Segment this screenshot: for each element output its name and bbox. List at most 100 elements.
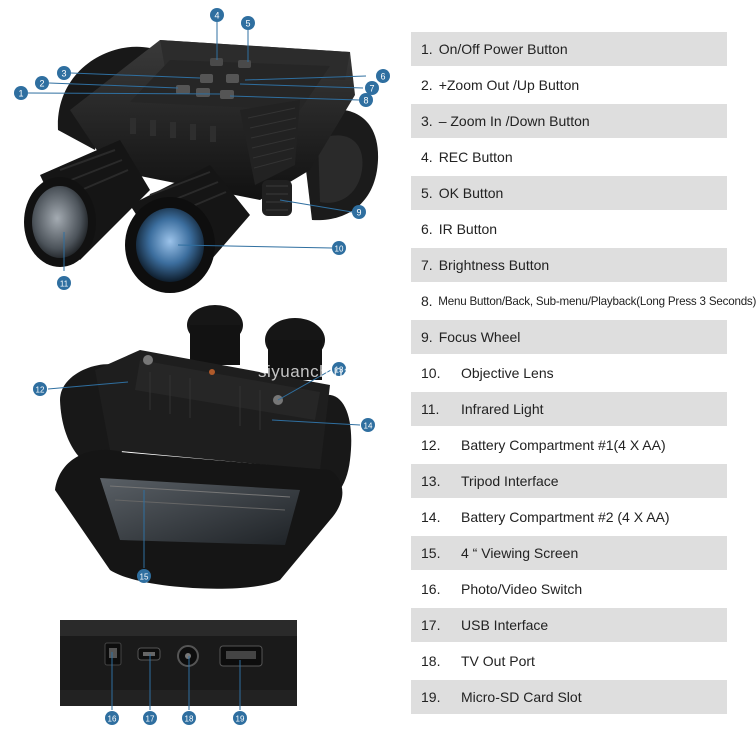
legend-item-15: 15. 4 “ Viewing Screen xyxy=(411,536,727,570)
callout-5: 5 xyxy=(241,16,255,30)
legend-number: 1. xyxy=(421,41,433,57)
legend-item-7: 7. Brightness Button xyxy=(411,248,727,282)
callout-3: 3 xyxy=(57,66,71,80)
legend-item-1: 1. On/Off Power Button xyxy=(411,32,727,66)
legend-list: 1. On/Off Power Button 2. +Zoom Out /Up Bu… xyxy=(411,32,756,716)
callout-11: 11 xyxy=(57,276,71,290)
legend-label: Battery Compartment #2 (4 X AA) xyxy=(461,509,670,525)
legend-label: On/Off Power Button xyxy=(438,41,568,57)
legend-number: 11. xyxy=(421,401,440,417)
svg-text:8: 8 xyxy=(363,96,368,106)
svg-text:1: 1 xyxy=(18,89,23,99)
product-illustration: 1 2 3 4 5 6 7 8 9 10 11 12 13 14 15 16 1… xyxy=(14,8,390,725)
legend-label: Micro-SD Card Slot xyxy=(461,689,582,705)
callout-17: 17 xyxy=(143,711,157,725)
legend-item-17: 17. USB Interface xyxy=(411,608,727,642)
callout-19: 19 xyxy=(233,711,247,725)
legend-item-2: 2. +Zoom Out /Up Button xyxy=(411,68,727,102)
ports-panel xyxy=(60,620,297,706)
svg-text:17: 17 xyxy=(146,715,155,724)
svg-text:10: 10 xyxy=(335,245,344,254)
svg-text:7: 7 xyxy=(369,84,374,94)
svg-text:12: 12 xyxy=(36,386,45,395)
callout-9: 9 xyxy=(352,205,366,219)
legend-number: 10. xyxy=(421,365,441,381)
legend-label: Infrared Light xyxy=(461,401,544,417)
legend-number: 12. xyxy=(421,437,441,453)
svg-text:16: 16 xyxy=(108,715,117,724)
svg-text:15: 15 xyxy=(140,573,149,582)
legend-label: Brightness Button xyxy=(438,257,550,273)
legend-item-14: 14. Battery Compartment #2 (4 X AA) xyxy=(411,500,727,534)
callout-16: 16 xyxy=(105,711,119,725)
callout-leader-lines xyxy=(27,22,367,710)
callout-13: 13 xyxy=(332,362,346,376)
legend-item-9: 9. Focus Wheel xyxy=(411,320,727,354)
legend-label: Menu Button/Back, Sub-menu/Playback(Long… xyxy=(438,294,756,308)
svg-text:3: 3 xyxy=(61,69,66,79)
legend-label: Objective Lens xyxy=(461,365,554,381)
legend-label: – Zoom In /Down Button xyxy=(438,113,590,129)
svg-text:18: 18 xyxy=(185,715,194,724)
legend-label: IR Button xyxy=(438,221,498,237)
callout-12: 12 xyxy=(33,382,47,396)
callout-8: 8 xyxy=(359,93,373,107)
legend-item-3: 3. – Zoom In /Down Button xyxy=(411,104,727,138)
svg-text:6: 6 xyxy=(380,72,385,82)
binocular-front-view xyxy=(24,40,379,293)
svg-text:9: 9 xyxy=(356,208,361,218)
legend-label: Focus Wheel xyxy=(438,329,521,345)
legend-label: Photo/Video Switch xyxy=(461,581,583,597)
svg-text:14: 14 xyxy=(364,422,373,431)
legend-item-16: 16. Photo/Video Switch xyxy=(411,572,727,606)
callout-2: 2 xyxy=(35,76,49,90)
legend-number: 18. xyxy=(421,653,441,669)
legend-label: USB Interface xyxy=(461,617,549,633)
legend-label: 4 “ Viewing Screen xyxy=(461,545,579,561)
legend-label: REC Button xyxy=(438,149,513,165)
legend-item-8: 8. Menu Button/Back, Sub-menu/Playback(Lo… xyxy=(411,284,756,318)
legend-label: +Zoom Out /Up Button xyxy=(438,77,580,93)
legend-item-10: 10. Objective Lens xyxy=(411,356,727,390)
legend-item-19: 19. Micro-SD Card Slot xyxy=(411,680,727,714)
legend-number: 7. xyxy=(421,257,433,273)
legend-item-13: 13. Tripod Interface xyxy=(411,464,727,498)
legend-item-5: 5. OK Button xyxy=(411,176,727,210)
legend-number: 6. xyxy=(421,221,433,237)
legend-number: 9. xyxy=(421,329,433,345)
callout-6: 6 xyxy=(376,69,390,83)
legend-label: OK Button xyxy=(438,185,504,201)
legend-number: 2. xyxy=(421,77,433,93)
svg-text:4: 4 xyxy=(214,11,219,21)
svg-text:19: 19 xyxy=(236,715,245,724)
callout-7: 7 xyxy=(365,81,379,95)
callout-4: 4 xyxy=(210,8,224,22)
legend-number: 8. xyxy=(421,293,433,309)
callout-15: 15 xyxy=(137,569,151,583)
legend-number: 14. xyxy=(421,509,441,525)
svg-text:11: 11 xyxy=(60,280,69,289)
legend-number: 17. xyxy=(421,617,441,633)
legend-number: 19. xyxy=(421,689,441,705)
callout-18: 18 xyxy=(182,711,196,725)
legend-number: 4. xyxy=(421,149,433,165)
legend-item-18: 18. TV Out Port xyxy=(411,644,727,678)
svg-text:13: 13 xyxy=(335,366,344,375)
legend-label: TV Out Port xyxy=(461,653,535,669)
callout-10: 10 xyxy=(332,241,346,255)
legend-item-6: 6. IR Button xyxy=(411,212,727,246)
legend-number: 5. xyxy=(421,185,433,201)
legend-number: 13. xyxy=(421,473,441,489)
legend-item-4: 4. REC Button xyxy=(411,140,727,174)
callout-14: 14 xyxy=(361,418,375,432)
svg-text:2: 2 xyxy=(39,79,44,89)
callout-1: 1 xyxy=(14,86,28,100)
legend-label: Battery Compartment #1(4 X AA) xyxy=(461,437,666,453)
legend-item-12: 12. Battery Compartment #1(4 X AA) xyxy=(411,428,727,462)
legend-number: 3. xyxy=(421,113,433,129)
legend-number: 16. xyxy=(421,581,441,597)
svg-text:5: 5 xyxy=(245,19,250,29)
legend-number: 15. xyxy=(421,545,441,561)
legend-label: Tripod Interface xyxy=(461,473,559,489)
binocular-rear-view xyxy=(55,305,352,589)
